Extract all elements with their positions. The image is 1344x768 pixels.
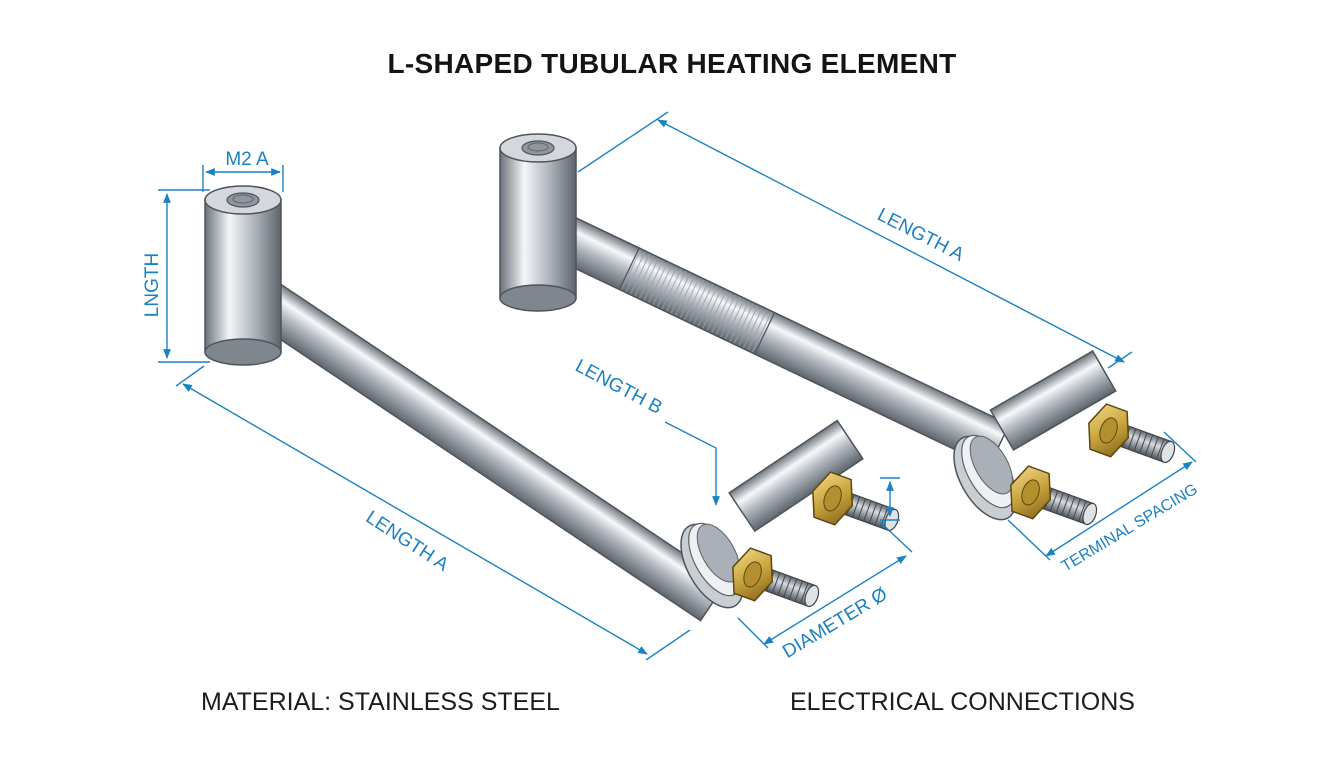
left-flange: [680, 522, 744, 609]
label-terminal-spacing: TERMINAL SPACING: [1059, 481, 1201, 576]
right-flange: [953, 434, 1017, 521]
dim-left-length-a-line: [182, 383, 648, 655]
label-length-b: LENGTH B: [572, 356, 666, 419]
left-main-tube: [234, 269, 728, 622]
right-end-cylinder: [499, 133, 577, 312]
dim-right-length-a-line: [657, 119, 1125, 363]
label-left-length-a: LENGTH A: [362, 507, 453, 576]
caption-material: MATERIAL: STAINLESS STEEL: [201, 688, 560, 716]
left-terminal-lower: [732, 547, 820, 608]
right-terminal-arm: [989, 350, 1117, 451]
left-terminal-upper: [812, 471, 900, 532]
diagram-title: L-SHAPED TUBULAR HEATING ELEMENT: [387, 48, 957, 79]
dimension-lines: [158, 111, 1197, 661]
dim-diameter-line: [763, 555, 907, 645]
label-m2a: M2 A: [225, 149, 269, 170]
left-terminal-arm: [728, 419, 864, 533]
caption-electrical: ELECTRICAL CONNECTIONS: [790, 688, 1135, 716]
dim-terminal-spacing-line: [1045, 461, 1193, 557]
right-terminal-lower: [1010, 465, 1098, 526]
label-lngth: LNGTH: [142, 253, 163, 317]
dim-length-b-leader: [664, 421, 720, 506]
left-end-cylinder: [204, 185, 282, 366]
right-terminal-upper: [1088, 403, 1176, 464]
